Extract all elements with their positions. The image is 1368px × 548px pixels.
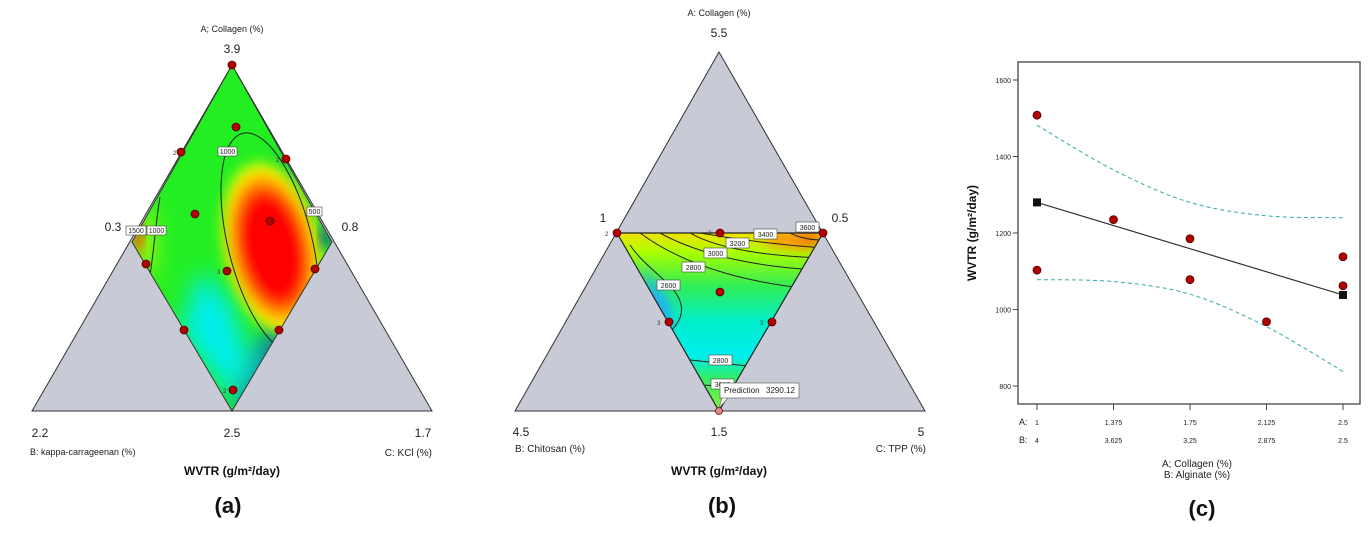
observed-point bbox=[1032, 110, 1042, 120]
prediction-label: Prediction bbox=[724, 386, 760, 395]
vertex-label-bottom-mid: 1.5 bbox=[711, 425, 728, 439]
contour-label: 1000 bbox=[220, 149, 236, 156]
vertex-label-bottom-left: 2.2 bbox=[32, 426, 49, 440]
x-tick-label-a: 2.5 bbox=[1338, 420, 1348, 427]
x-tick-label-b: 2.5 bbox=[1338, 438, 1348, 445]
vertex-label-right-mid: 0.8 bbox=[342, 220, 359, 234]
panel-a-ternary: 1000 500 1500 1000 2 2 3 2 A; Collagen (… bbox=[30, 24, 433, 518]
contour-label: 3200 bbox=[730, 241, 746, 248]
replicate-count: 2 bbox=[223, 389, 227, 395]
vertex-label-top: 3.9 bbox=[224, 42, 241, 56]
vertex-label-bottom-right: 5 bbox=[918, 425, 925, 439]
y-tick-label: 1200 bbox=[995, 231, 1011, 238]
replicate-count: 2 bbox=[605, 232, 609, 238]
contour-label: 500 bbox=[309, 209, 321, 216]
axis-c-name: C: KCl (%) bbox=[385, 448, 432, 459]
axis-b-name: B: Chitosan (%) bbox=[515, 444, 585, 455]
observed-point bbox=[1032, 265, 1042, 275]
x-row-label-b: B: bbox=[1019, 435, 1028, 445]
design-points bbox=[141, 60, 320, 395]
x-tick-label-a: 2.125 bbox=[1258, 420, 1276, 427]
observed-points bbox=[1032, 110, 1348, 327]
x-axis-label-a: A; Collagen (%) bbox=[1162, 459, 1232, 470]
vertex-label-left-mid: 1 bbox=[600, 211, 607, 225]
replicate-count: 2 bbox=[173, 151, 177, 157]
y-axis: 800 1000 1200 1400 1600 bbox=[995, 78, 1018, 391]
vertex-label-bottom-left: 4.5 bbox=[513, 425, 530, 439]
y-tick-label: 1000 bbox=[995, 308, 1011, 315]
observed-point bbox=[1338, 281, 1348, 291]
x-tick-label-b: 2.875 bbox=[1258, 438, 1276, 445]
ci-lower-line bbox=[1036, 279, 1344, 372]
axis-c-name: C: TPP (%) bbox=[876, 444, 926, 455]
x-axis: 1 4 1.375 3.625 1.75 3.25 2.125 2.875 2.5 2.5 bbox=[1035, 404, 1348, 445]
prediction-point[interactable] bbox=[715, 407, 723, 415]
prediction-tooltip: Prediction 3290.12 bbox=[718, 382, 800, 409]
observed-point bbox=[1338, 252, 1348, 262]
prediction-endpoint-marker bbox=[1033, 198, 1041, 207]
chart-title: WVTR (g/m²/day) bbox=[184, 464, 280, 478]
panel-label: (c) bbox=[1189, 496, 1216, 521]
series bbox=[1033, 124, 1347, 372]
contour-label: 2800 bbox=[686, 265, 702, 272]
replicate-count: 3 bbox=[217, 270, 221, 276]
contour-label: 3600 bbox=[800, 225, 816, 232]
x-tick-label-b: 4 bbox=[1035, 438, 1039, 445]
panel-label: (b) bbox=[708, 493, 736, 518]
observed-point bbox=[1185, 275, 1195, 285]
contour-label: 1500 bbox=[128, 228, 144, 235]
y-tick-label: 800 bbox=[999, 384, 1011, 391]
contour-label: 2800 bbox=[713, 358, 729, 365]
replicate-count: 3 bbox=[760, 321, 764, 327]
prediction-endpoint-marker bbox=[1339, 290, 1347, 299]
prediction-value: 3290.12 bbox=[766, 386, 795, 395]
vertex-label-right-mid: 0.5 bbox=[832, 211, 849, 225]
x-tick-label-a: 1 bbox=[1035, 420, 1039, 427]
contour-label: 1000 bbox=[149, 228, 165, 235]
vertex-label-top: 5.5 bbox=[711, 26, 728, 40]
observed-point bbox=[1185, 234, 1195, 244]
panel-label: (a) bbox=[215, 493, 242, 518]
observed-point bbox=[1109, 215, 1118, 225]
chart-title: WVTR (g/m²/day) bbox=[671, 464, 767, 478]
axis-a-name: A; Collagen (%) bbox=[200, 24, 263, 34]
y-tick-label: 1400 bbox=[995, 155, 1011, 162]
vertex-label-bottom-mid: 2.5 bbox=[224, 426, 241, 440]
contour-lines bbox=[629, 233, 823, 389]
replicate-count: 2 bbox=[276, 158, 280, 164]
axis-a-name: A: Collagen (%) bbox=[687, 8, 750, 18]
x-tick-label-b: 3.625 bbox=[1105, 438, 1123, 445]
x-tick-label-a: 1.75 bbox=[1183, 420, 1197, 427]
vertex-label-left-mid: 0.3 bbox=[105, 220, 122, 234]
contour-label: 3400 bbox=[758, 232, 774, 239]
y-axis-label: WVTR (g/m²/day) bbox=[965, 185, 979, 281]
panel-b-ternary: 3600 3400 3200 3000 2800 2600 2800 3000 … bbox=[513, 8, 926, 518]
plot-frame bbox=[1017, 61, 1361, 405]
axis-b-name: B: kappa-carrageenan (%) bbox=[30, 447, 136, 457]
x-tick-label-a: 1.375 bbox=[1105, 420, 1123, 427]
contour-labels: 1000 500 1500 1000 bbox=[125, 146, 323, 236]
prediction-line bbox=[1036, 201, 1344, 296]
y-tick-label: 1600 bbox=[995, 78, 1011, 85]
x-row-label-a: A: bbox=[1019, 417, 1028, 427]
x-tick-label-b: 3.25 bbox=[1183, 438, 1197, 445]
observed-point bbox=[1262, 317, 1271, 327]
design-points bbox=[612, 228, 828, 327]
x-axis-label-b: B: Alginate (%) bbox=[1164, 470, 1230, 481]
replicate-count: 3 bbox=[657, 321, 661, 327]
contour-label: 2600 bbox=[661, 283, 677, 290]
ci-upper-line bbox=[1036, 124, 1344, 219]
panel-c-line-plot: 800 1000 1200 1400 1600 1 4 1.375 3.625 1.75 3.25… bbox=[965, 61, 1361, 521]
contour-label: 3000 bbox=[708, 251, 724, 258]
replicate-count: 3 bbox=[708, 231, 712, 237]
vertex-label-bottom-right: 1.7 bbox=[415, 426, 432, 440]
